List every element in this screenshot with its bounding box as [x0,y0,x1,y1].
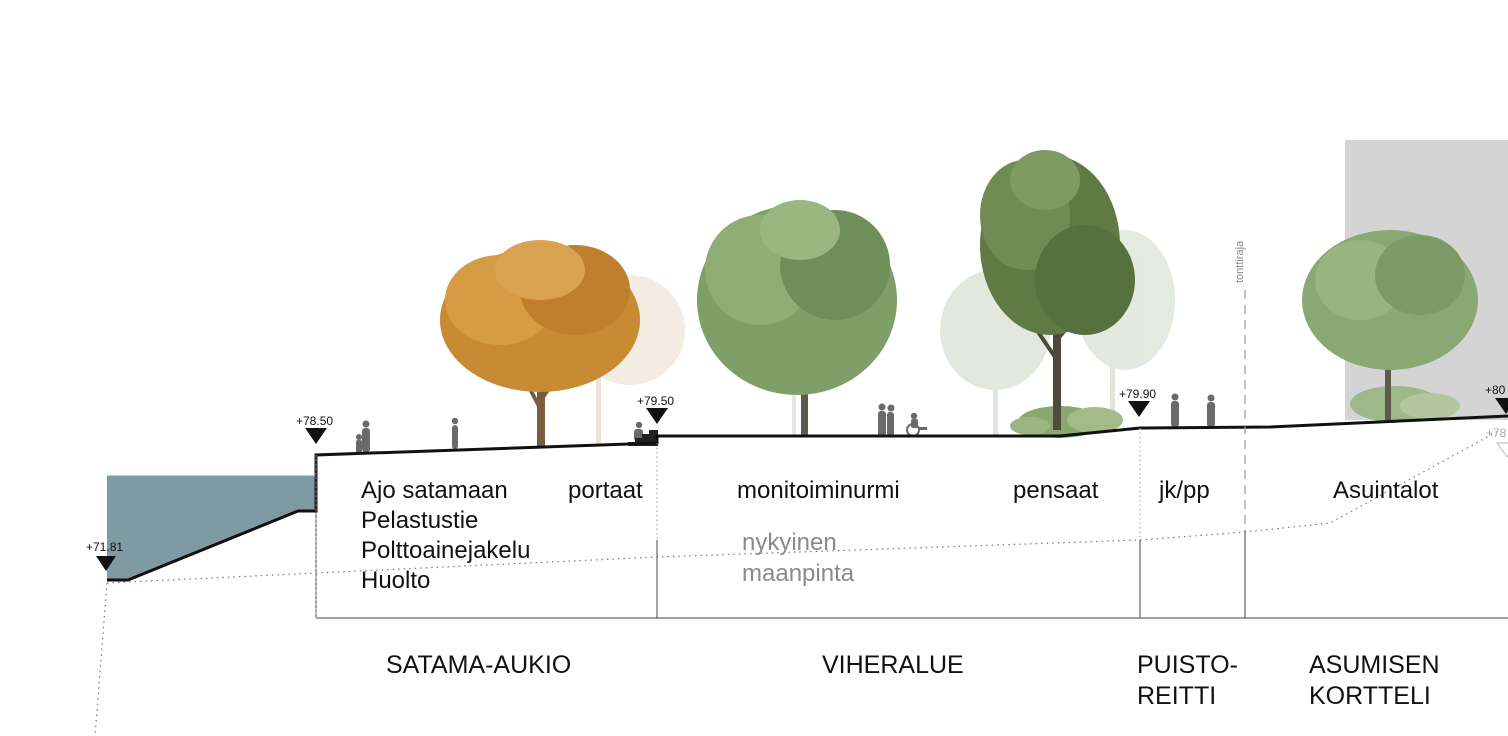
person-icon [1171,393,1179,427]
zone-puistoreitti-line2: REITTI [1137,682,1216,710]
elevation-label: +79.50 [637,394,674,408]
wheelchair-icon [906,412,927,437]
zone-satama-aukio: SATAMA-AUKIO [386,651,571,679]
label-portaat: portaat [568,477,643,504]
elevation-label: +78.50 [296,414,333,428]
label-jkpp: jk/pp [1158,477,1210,504]
label-nykyinen: nykyinen [742,529,837,556]
elevation-marker-icon [1495,398,1508,414]
label-polttoainejakelu: Polttoainejakelu [361,537,530,564]
elevation-label-existing: +78 [1486,426,1507,440]
elevation-marker-icon [96,556,116,571]
dotted-dividers [315,428,1141,618]
elevation-marker-stairs: +79.50 [637,394,674,424]
elevation-marker-path: +79.90 [1119,387,1156,417]
elevation-marker-right: +80 +78 [1485,383,1508,458]
elevation-marker-left: +71.81 [86,540,123,571]
elevation-label: +79.90 [1119,387,1156,401]
shrub-icon [1350,386,1460,422]
label-asuintalot: Asuintalot [1333,477,1439,504]
autumn-tree [440,240,640,446]
zone-asumisen-line2: KORTTELI [1309,682,1431,710]
elevation-marker-icon [646,408,668,424]
person-icon [887,404,895,436]
dark-tree [980,150,1135,430]
label-maanpinta: maanpinta [742,560,855,587]
person-icon [1207,394,1215,427]
existing-ground-extension [94,582,108,736]
elevation-marker-icon [1128,401,1150,417]
shrub-icon [1010,406,1123,438]
elevation-label: +71.81 [86,540,123,554]
people [356,393,1215,453]
elevation-marker-quay: +78.50 [296,414,333,444]
zone-viheralue: VIHERALUE [822,651,964,679]
yard-tree [1302,230,1478,420]
label-pelastustie: Pelastustie [361,507,478,534]
elevation-marker-icon [1496,442,1508,458]
label-monitoiminurmi: monitoiminurmi [737,477,900,504]
label-ajo-satamaan: Ajo satamaan [361,477,508,504]
elevation-marker-icon [305,428,327,444]
label-pensaat: pensaat [1013,477,1099,504]
person-icon [878,403,886,436]
zone-puistoreitti-line1: PUISTO- [1137,651,1238,679]
person-icon [362,420,370,452]
water-body [107,476,316,580]
property-line-label: tonttiraja [1234,240,1246,283]
elevation-label: +80 [1485,383,1506,397]
person-icon [356,434,362,453]
green-tree [697,200,897,437]
zone-asumisen-line1: ASUMISEN [1309,651,1440,679]
label-huolto: Huolto [361,567,430,594]
person-icon [451,417,459,449]
